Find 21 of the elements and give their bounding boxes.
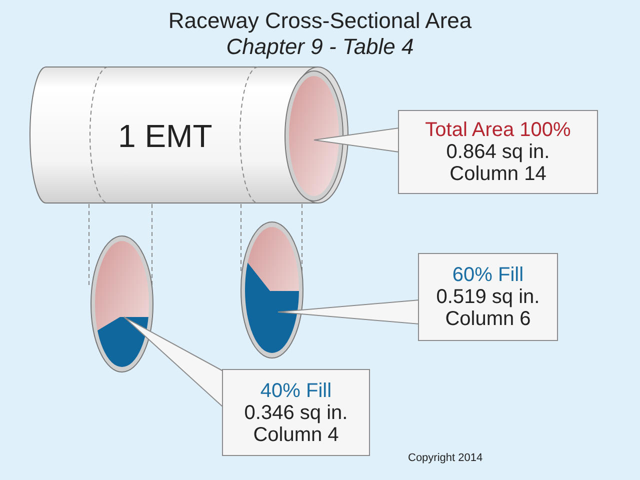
callout-box	[418, 253, 558, 341]
callout-text: Column 14	[450, 163, 546, 185]
callout-heading: 40% Fill	[260, 380, 332, 402]
projection-line	[240, 204, 242, 274]
callout-text: 0.346 sq in.	[244, 402, 348, 424]
callout-pointer	[314, 127, 400, 153]
copyright-note: Copyright 2014	[408, 452, 484, 464]
callout-heading: Total Area 100%	[425, 119, 571, 141]
callout-pointer	[278, 299, 420, 325]
callout-box	[222, 369, 370, 456]
callout-text: 0.519 sq in.	[436, 286, 540, 308]
subtitle: Chapter 9 - Table 4	[225, 34, 415, 60]
conduit-label: 1 EMT	[118, 118, 212, 155]
callout-text: Column 4	[253, 424, 339, 446]
title: Raceway Cross-Sectional Area	[167, 8, 473, 34]
callout-box	[398, 110, 598, 194]
projection-line	[88, 204, 90, 288]
callout-text: 0.864 sq in.	[446, 141, 550, 163]
callout-heading: 60% Fill	[452, 264, 524, 286]
callout-pointer	[124, 316, 224, 408]
callout-text: Column 6	[445, 308, 531, 330]
